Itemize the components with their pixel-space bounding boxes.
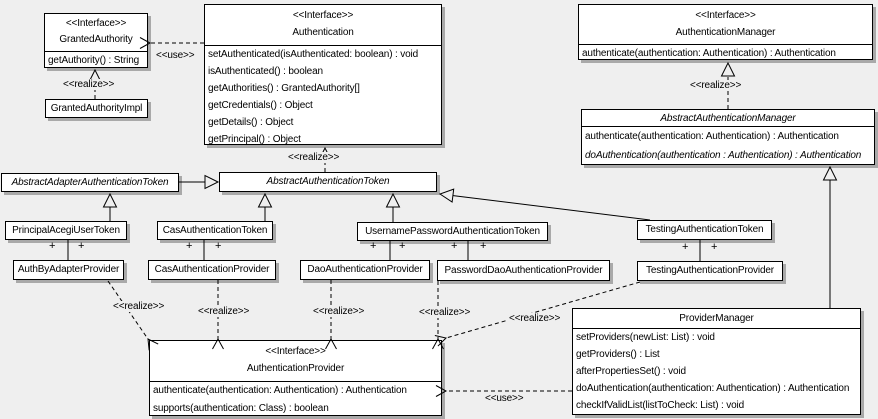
class-testing-authentication-token: TestingAuthenticationToken bbox=[637, 220, 772, 240]
class-name: AbstractAuthenticationManager bbox=[660, 112, 796, 124]
class-cas-authentication-provider: CasAuthenticationProvider bbox=[148, 260, 276, 280]
class-granted-authority-impl: GrantedAuthorityImpl bbox=[45, 99, 148, 118]
class-name: UsernamePasswordAuthenticationToken bbox=[365, 225, 540, 237]
class-name: AbstractAuthenticationToken bbox=[266, 176, 390, 187]
class-stereotype: <<Interface>> bbox=[65, 18, 127, 29]
class-name: PasswordDaoAuthenticationProvider bbox=[444, 264, 603, 276]
class-stereotype: <<Interface>> bbox=[292, 10, 354, 21]
class-method: authenticate(authentication: Authenticat… bbox=[582, 48, 836, 59]
class-name: AuthenticationProvider bbox=[246, 363, 345, 374]
class-method: getAuthorities() : GrantedAuthority[] bbox=[208, 83, 360, 94]
association-plus: + bbox=[49, 240, 56, 252]
association-plus: + bbox=[711, 241, 718, 253]
generalization-testingtoken-abstracttoken bbox=[438, 188, 651, 221]
class-method: getAuthority() : String bbox=[48, 55, 140, 66]
class-username-password-authentication-token: UsernamePasswordAuthenticationToken bbox=[357, 222, 548, 241]
use-label: <<use>> bbox=[155, 50, 196, 61]
class-method: doAuthentication(authentication : Authen… bbox=[585, 150, 862, 161]
class-name: TestingAuthenticationProvider bbox=[646, 265, 774, 276]
association-plus: + bbox=[370, 240, 377, 252]
association-plus: + bbox=[451, 240, 458, 252]
class-method: doAuthentication(authentication: Authent… bbox=[576, 383, 850, 394]
class-name: AbstractAdapterAuthenticationToken bbox=[11, 176, 169, 188]
class-cas-authentication-token: CasAuthenticationToken bbox=[157, 221, 273, 240]
realize-label: <<realize>> bbox=[312, 306, 366, 317]
class-authentication-provider: <<Interface>> AuthenticationProvider aut… bbox=[149, 340, 442, 416]
realize-label: <<realize>> bbox=[62, 79, 116, 90]
realize-label: <<realize>> bbox=[508, 313, 562, 324]
class-name: GrantedAuthority bbox=[59, 34, 133, 45]
class-principal-acegi-user-token: PrincipalAcegiUserToken bbox=[5, 221, 127, 240]
association-plus: + bbox=[78, 240, 85, 252]
association-plus: + bbox=[399, 240, 406, 252]
class-method: setAuthenticated(isAuthenticated: boolea… bbox=[208, 49, 419, 60]
realize-label: <<realize>> bbox=[112, 301, 166, 312]
class-auth-by-adapter-provider: AuthByAdapterProvider bbox=[13, 260, 124, 280]
class-testing-authentication-provider: TestingAuthenticationProvider bbox=[637, 261, 783, 281]
class-abstract-authentication-manager: AbstractAuthenticationManager authentica… bbox=[581, 109, 875, 165]
use-label: <<use>> bbox=[484, 393, 525, 404]
class-name: AuthByAdapterProvider bbox=[17, 264, 120, 275]
association-plus: + bbox=[682, 241, 689, 253]
association-plus: + bbox=[186, 240, 193, 252]
class-authentication-manager: <<Interface>> AuthenticationManager auth… bbox=[578, 4, 873, 60]
class-name: TestingAuthenticationToken bbox=[645, 224, 764, 235]
realize-label: <<realize>> bbox=[287, 152, 341, 163]
class-stereotype: <<Interface>> bbox=[265, 346, 326, 357]
class-name: GrantedAuthorityImpl bbox=[50, 102, 143, 114]
realize-label: <<realize>> bbox=[197, 306, 251, 317]
class-method: isAuthenticated() : boolean bbox=[208, 66, 323, 77]
association-plus: + bbox=[215, 240, 222, 252]
realize-label: <<realize>> bbox=[418, 307, 472, 318]
class-method: authenticate(authentication: Authenticat… bbox=[153, 385, 407, 396]
class-method: getCredentials() : Object bbox=[208, 100, 313, 111]
class-method: authenticate(authentication: Authenticat… bbox=[585, 131, 839, 142]
class-name: CasAuthenticationProvider bbox=[154, 264, 270, 275]
class-password-dao-authentication-provider: PasswordDaoAuthenticationProvider bbox=[437, 260, 610, 281]
class-name: CasAuthenticationToken bbox=[162, 224, 268, 236]
class-method: checkIfValidList(listToCheck: List) : vo… bbox=[576, 400, 745, 411]
class-method: supports(authentication: Class) : boolea… bbox=[153, 403, 329, 414]
class-method: afterPropertiesSet() : void bbox=[576, 366, 686, 377]
class-method: getProviders() : List bbox=[576, 349, 660, 360]
class-method: setProviders(newList: List) : void bbox=[576, 332, 715, 343]
class-method: getDetails() : Object bbox=[208, 117, 294, 128]
class-name: AuthenticationManager bbox=[675, 27, 776, 38]
realize-label: <<realize>> bbox=[689, 80, 743, 91]
class-name: DaoAuthenticationProvider bbox=[307, 264, 423, 275]
class-authentication: <<Interface>> Authentication setAuthenti… bbox=[204, 4, 442, 145]
association-plus: + bbox=[480, 240, 487, 252]
class-name: Authentication bbox=[292, 27, 354, 38]
class-abstract-adapter-authentication-token: AbstractAdapterAuthenticationToken bbox=[1, 173, 179, 192]
class-stereotype: <<Interface>> bbox=[695, 10, 756, 21]
class-name: ProviderManager bbox=[679, 312, 754, 324]
class-dao-authentication-provider: DaoAuthenticationProvider bbox=[300, 260, 430, 280]
class-granted-authority: <<Interface>> GrantedAuthority getAuthor… bbox=[44, 13, 148, 68]
class-abstract-authentication-token: AbstractAuthenticationToken bbox=[219, 172, 437, 192]
class-provider-manager: ProviderManager setProviders(newList: Li… bbox=[572, 308, 861, 415]
class-method: getPrincipal() : Object bbox=[208, 134, 301, 145]
class-name: PrincipalAcegiUserToken bbox=[12, 224, 120, 236]
